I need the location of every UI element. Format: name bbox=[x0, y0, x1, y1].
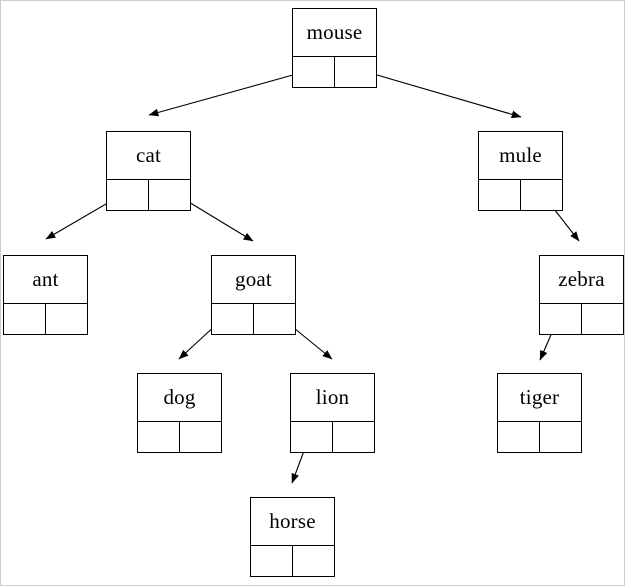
tree-node-zebra[interactable]: zebra bbox=[539, 255, 624, 335]
tree-node-pointer-cells bbox=[138, 422, 221, 452]
tree-node-right-pointer-cell bbox=[521, 180, 562, 210]
tree-node-left-pointer-cell bbox=[212, 304, 254, 334]
tree-node-pointer-cells bbox=[4, 304, 87, 334]
tree-node-mouse[interactable]: mouse bbox=[292, 8, 377, 88]
tree-node-pointer-cells bbox=[479, 180, 562, 210]
tree-node-label: cat bbox=[107, 132, 190, 180]
tree-node-goat[interactable]: goat bbox=[211, 255, 296, 335]
tree-node-left-pointer-cell bbox=[251, 546, 293, 576]
tree-node-label: mule bbox=[479, 132, 562, 180]
tree-node-pointer-cells bbox=[291, 422, 374, 452]
tree-node-cat[interactable]: cat bbox=[106, 131, 191, 211]
tree-node-left-pointer-cell bbox=[291, 422, 333, 452]
tree-node-ant[interactable]: ant bbox=[3, 255, 88, 335]
tree-node-left-pointer-cell bbox=[107, 180, 149, 210]
tree-node-right-pointer-cell bbox=[333, 422, 374, 452]
tree-node-label: dog bbox=[138, 374, 221, 422]
tree-node-left-pointer-cell bbox=[138, 422, 180, 452]
tree-node-lion[interactable]: lion bbox=[290, 373, 375, 453]
tree-node-label: zebra bbox=[540, 256, 623, 304]
tree-node-mule[interactable]: mule bbox=[478, 131, 563, 211]
tree-node-right-pointer-cell bbox=[293, 546, 334, 576]
tree-node-right-pointer-cell bbox=[582, 304, 623, 334]
tree-node-label: mouse bbox=[293, 9, 376, 57]
tree-node-pointer-cells bbox=[540, 304, 623, 334]
tree-node-right-pointer-cell bbox=[335, 57, 376, 87]
tree-node-pointer-cells bbox=[251, 546, 334, 576]
tree-node-label: ant bbox=[4, 256, 87, 304]
tree-node-right-pointer-cell bbox=[46, 304, 87, 334]
tree-node-label: lion bbox=[291, 374, 374, 422]
tree-node-label: goat bbox=[212, 256, 295, 304]
tree-node-label: tiger bbox=[498, 374, 581, 422]
tree-node-right-pointer-cell bbox=[149, 180, 190, 210]
tree-node-left-pointer-cell bbox=[540, 304, 582, 334]
tree-node-horse[interactable]: horse bbox=[250, 497, 335, 577]
tree-node-pointer-cells bbox=[498, 422, 581, 452]
tree-node-dog[interactable]: dog bbox=[137, 373, 222, 453]
tree-edge-mouse-to-mule bbox=[352, 67, 522, 119]
tree-node-right-pointer-cell bbox=[180, 422, 221, 452]
tree-node-pointer-cells bbox=[107, 180, 190, 210]
tree-node-left-pointer-cell bbox=[479, 180, 521, 210]
tree-node-pointer-cells bbox=[293, 57, 376, 87]
tree-node-right-pointer-cell bbox=[254, 304, 295, 334]
tree-node-left-pointer-cell bbox=[498, 422, 540, 452]
tree-node-label: horse bbox=[251, 498, 334, 546]
tree-node-tiger[interactable]: tiger bbox=[497, 373, 582, 453]
tree-node-left-pointer-cell bbox=[4, 304, 46, 334]
tree-node-pointer-cells bbox=[212, 304, 295, 334]
tree-node-right-pointer-cell bbox=[540, 422, 581, 452]
tree-node-left-pointer-cell bbox=[293, 57, 335, 87]
